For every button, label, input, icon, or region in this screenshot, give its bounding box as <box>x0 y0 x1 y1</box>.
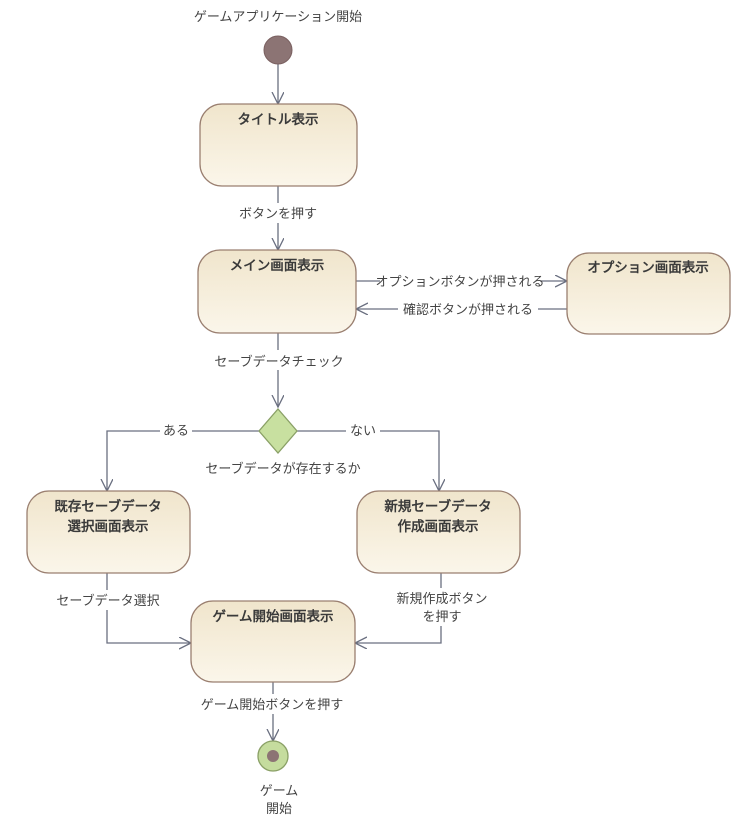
node-existing-label-line1: 既存セーブデータ <box>54 498 161 515</box>
edge-label-create-line1: 新規作成ボタン <box>396 591 487 607</box>
edge-decision-to-existing <box>107 430 259 491</box>
final-node <box>257 740 289 772</box>
node-option: オプション画面表示 <box>566 252 731 335</box>
edge-label-select-save: セーブデータ選択 <box>56 593 159 609</box>
end-label-line2: 開始 <box>266 802 292 817</box>
start-label: ゲームアプリケーション開始 <box>194 10 362 25</box>
node-new-label-line2: 作成画面表示 <box>398 518 479 535</box>
node-option-label: オプション画面表示 <box>587 259 709 276</box>
edge-label-no: ない <box>350 424 376 439</box>
decision-label: セーブデータが存在するか <box>205 461 360 477</box>
end-label-line1: ゲーム <box>260 784 299 799</box>
node-game-start-label: ゲーム開始画面表示 <box>212 608 333 625</box>
edge-labels: ゲームアプリケーション開始 ボタンを押す オプションボタンが押される 確認ボタン… <box>52 10 545 714</box>
node-game-start: ゲーム開始画面表示 <box>190 600 356 683</box>
node-existing-label-line2: 選択画面表示 <box>68 518 149 535</box>
edge-label-yes: ある <box>163 424 189 439</box>
initial-node <box>263 35 293 65</box>
node-existing-save: 既存セーブデータ 選択画面表示 <box>26 490 191 574</box>
edge-label-create-line2: を押す <box>422 610 461 625</box>
node-title-label: タイトル表示 <box>238 111 319 128</box>
edge-label-save-check: セーブデータチェック <box>214 354 343 370</box>
edge-label-game-start-pressed: ゲーム開始ボタンを押す <box>201 698 344 713</box>
node-main: メイン画面表示 <box>197 249 357 334</box>
node-main-label: メイン画面表示 <box>230 257 325 274</box>
decision-node <box>258 408 298 454</box>
edge-label-press-button: ボタンを押す <box>239 207 317 222</box>
node-title: タイトル表示 <box>199 103 358 187</box>
edge-label-confirm-pressed: 確認ボタンが押される <box>403 302 533 318</box>
edge-label-option-pressed: オプションボタンが押される <box>375 275 544 290</box>
edge-decision-to-new <box>297 430 439 491</box>
node-new-save: 新規セーブデータ 作成画面表示 <box>356 490 521 574</box>
node-new-label-line1: 新規セーブデータ <box>384 498 491 515</box>
